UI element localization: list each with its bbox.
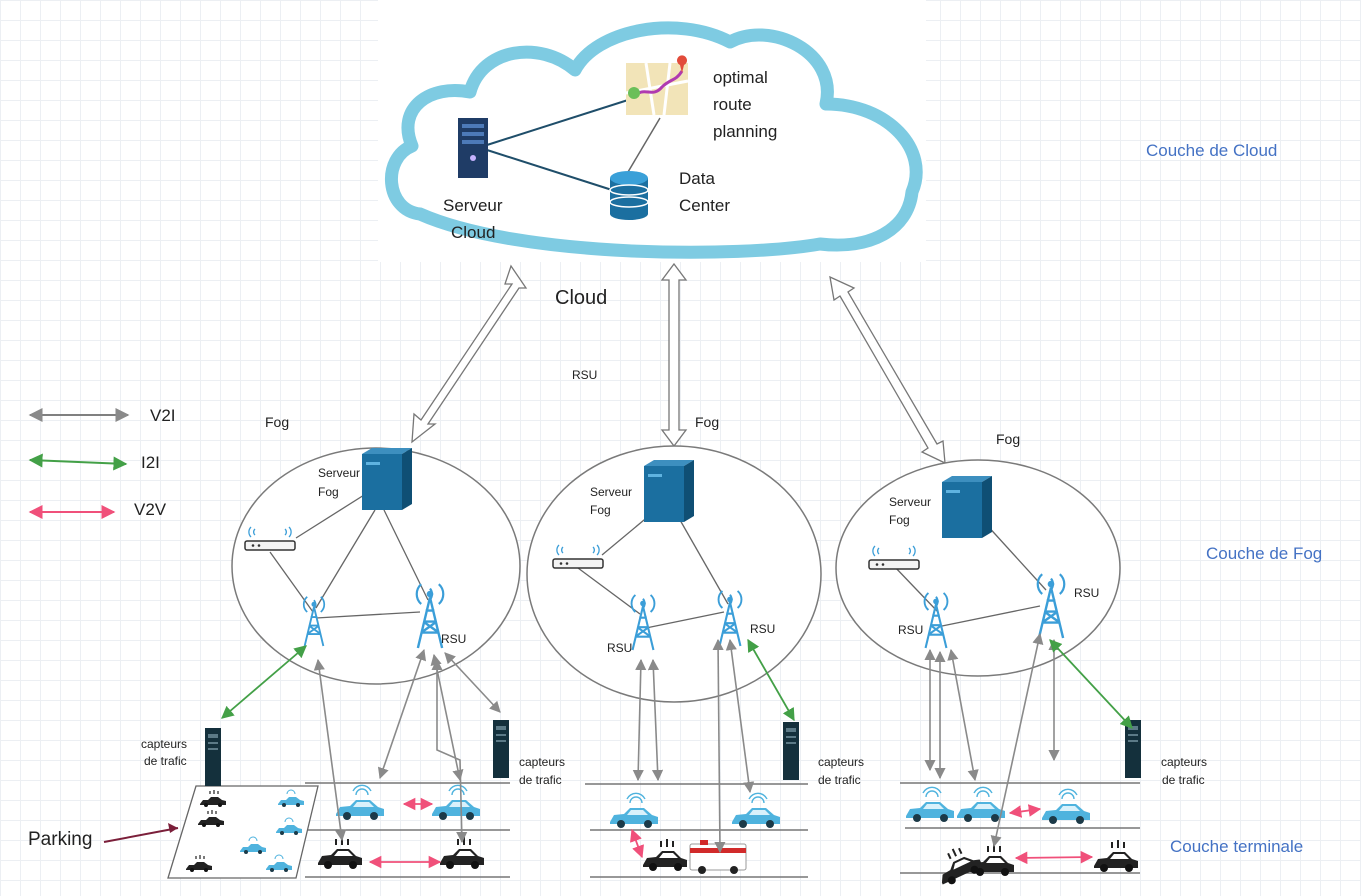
datacenter-icon (609, 171, 649, 220)
fog-2-server-icon (644, 460, 694, 522)
fog-node-1: Fog Serveur Fog RSU (231, 414, 521, 685)
car-blue-icon (1041, 788, 1091, 825)
svg-text:Serveur: Serveur (443, 196, 503, 215)
car-blue-icon (731, 792, 781, 829)
svg-text:optimal: optimal (713, 68, 768, 87)
cloud-server-label: Serveur Cloud (443, 196, 503, 242)
map-route-icon (625, 55, 689, 116)
svg-text:Parking: Parking (28, 829, 92, 850)
crashed-car-icon (929, 839, 986, 890)
svg-text:Serveur: Serveur (889, 495, 931, 509)
fog-1-label: Fog (265, 414, 289, 430)
datacenter-label: Data Center (679, 169, 730, 215)
cloud-server-icon (458, 118, 488, 178)
fog-3-label: Fog (996, 431, 1020, 447)
sensor-labels: capteurs de trafic capteurs de trafic ca… (141, 737, 1207, 787)
layer-fog-label: Couche de Fog (1206, 544, 1322, 563)
legend-v2i-label: V2I (150, 406, 176, 425)
svg-text:Fog: Fog (590, 503, 611, 517)
legend-v2v-label: V2V (134, 500, 167, 519)
car-blue-icon (431, 784, 481, 821)
svg-text:capteurs: capteurs (1161, 755, 1207, 769)
parking-lot (167, 785, 319, 879)
route-label: optimal route planning (713, 68, 777, 141)
svg-text:de trafic: de trafic (144, 754, 187, 768)
layer-cloud-label: Couche de Cloud (1146, 141, 1277, 160)
v2v-links (368, 797, 1094, 869)
cloud-links (486, 99, 661, 191)
car-blue-icon (956, 786, 1006, 823)
cloud-shape (384, 21, 923, 259)
car-black-icon (317, 836, 363, 870)
svg-text:RSU: RSU (750, 622, 775, 636)
svg-text:de trafic: de trafic (1162, 773, 1205, 787)
svg-text:Fog: Fog (889, 513, 910, 527)
car-blue-icon (335, 784, 385, 821)
i2i-links (221, 638, 1133, 729)
car-black-icon (642, 838, 688, 872)
svg-text:Cloud: Cloud (451, 223, 495, 242)
cloud-fog-link-right (829, 275, 946, 465)
cloud-fog-link-center (660, 262, 688, 448)
legend: V2I I2I V2V (28, 406, 176, 519)
svg-text:RSU: RSU (1074, 586, 1099, 600)
sensor-2-icon (493, 720, 509, 778)
svg-text:capteurs: capteurs (141, 737, 187, 751)
fog-2-label: Fog (695, 414, 719, 430)
ambulance-icon (689, 840, 747, 874)
svg-text:Fog: Fog (318, 485, 339, 499)
svg-text:capteurs: capteurs (519, 755, 565, 769)
svg-text:RSU: RSU (607, 641, 632, 655)
svg-text:capteurs: capteurs (818, 755, 864, 769)
cloud-fog-link-left (411, 264, 528, 444)
parking-label: Parking (28, 823, 179, 850)
fog-1-server-icon (362, 448, 412, 510)
legend-i2i-label: I2I (141, 453, 160, 472)
cloud-rsu-label: RSU (572, 368, 597, 382)
fog-3-server-icon (942, 476, 992, 538)
fog-node-2: Fog Serveur Fog RSU RSU (526, 414, 822, 703)
svg-text:Center: Center (679, 196, 730, 215)
svg-text:Serveur: Serveur (318, 466, 360, 480)
sensor-3-icon (783, 722, 799, 780)
sensor-4-icon (1125, 720, 1141, 778)
svg-text:Data: Data (679, 169, 715, 188)
fog-node-3: Fog Serveur Fog RSU RSU (835, 431, 1121, 677)
svg-text:de trafic: de trafic (519, 773, 562, 787)
svg-text:planning: planning (713, 122, 777, 141)
car-blue-icon (905, 786, 955, 823)
car-black-icon (1093, 839, 1139, 873)
svg-text:Serveur: Serveur (590, 485, 632, 499)
svg-text:RSU: RSU (441, 632, 466, 646)
cloud-title: Cloud (555, 287, 607, 309)
car-blue-icon (609, 792, 659, 829)
sensor-1-icon (205, 728, 221, 786)
v2i-links (313, 632, 1060, 854)
layer-terminal-label: Couche terminale (1170, 837, 1303, 856)
svg-text:route: route (713, 95, 752, 114)
svg-text:de trafic: de trafic (818, 773, 861, 787)
svg-text:RSU: RSU (898, 623, 923, 637)
